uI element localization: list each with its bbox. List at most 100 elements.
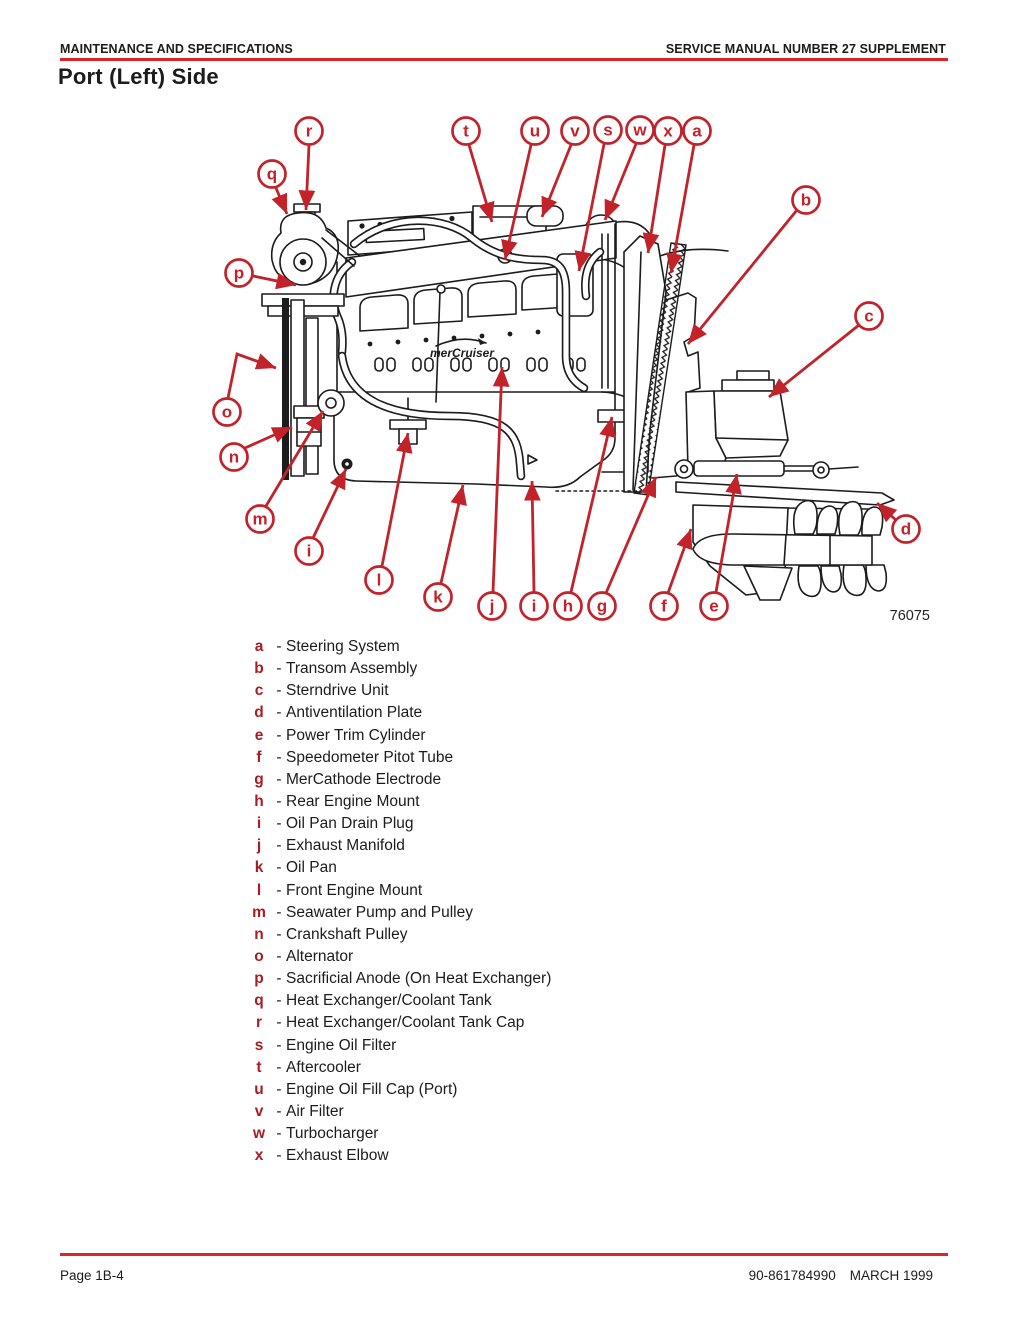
callout-arrow-q (271, 187, 289, 215)
callout-circle-j (477, 591, 507, 621)
legend-row-v: v-Air Filter (246, 1101, 551, 1123)
legend-letter: r (255, 1014, 263, 1032)
legend-text: Rear Engine Mount (286, 793, 420, 811)
callout-arrow-h (569, 416, 616, 593)
callout-circle-r (294, 116, 324, 146)
callout-letter-a: a (692, 122, 702, 141)
legend-dash: - (276, 793, 282, 811)
legend-dash: - (276, 859, 282, 877)
callout-letter-m: m (252, 510, 267, 529)
legend-dash: - (276, 1036, 282, 1054)
legend-text: Exhaust Manifold (286, 837, 405, 855)
callout-circle-o (212, 397, 242, 427)
callout-circle-h (553, 591, 583, 621)
callout-letter-p: p (234, 264, 244, 283)
legend-dash: - (276, 638, 282, 656)
callout-arrow-u (501, 144, 533, 261)
header-section-title: MAINTENANCE AND SPECIFICATIONS (60, 42, 293, 56)
callout-arrow-r (298, 144, 316, 211)
callout-circle-f (649, 591, 679, 621)
legend-text: MerCathode Electrode (286, 770, 442, 788)
callout-arrow-i (311, 468, 348, 539)
callout-arrow-n (244, 425, 293, 450)
callout-letter-d: d (901, 520, 911, 539)
callout-circle-m (245, 504, 275, 534)
legend-dash: - (276, 992, 282, 1010)
callout-letter-c: c (864, 307, 873, 326)
callout-arrow-i (523, 480, 541, 593)
callout-letter-t: t (463, 122, 469, 141)
legend-row-s: s-Engine Oil Filter (246, 1035, 551, 1057)
lower-gearcase (692, 499, 888, 601)
callout-arrow-g (604, 476, 658, 594)
legend-row-t: t-Aftercooler (246, 1057, 551, 1079)
legend-text: Alternator (286, 948, 354, 966)
seawater-pump (317, 389, 345, 417)
callout-circle-i (519, 591, 549, 621)
legend-row-k: k-Oil Pan (246, 857, 551, 879)
steering-cable (659, 248, 729, 257)
callout-letter-i: i (532, 597, 537, 616)
callout-letter-w: w (632, 121, 647, 140)
legend-letter: n (254, 925, 264, 943)
callout-circle-t (451, 116, 481, 146)
callout-circle-e (699, 591, 729, 621)
legend-text: Oil Pan Drain Plug (286, 815, 414, 833)
legend-row-h: h-Rear Engine Mount (246, 791, 551, 813)
footer-doc-number: 90-861784990 (748, 1268, 836, 1283)
page-title: Port (Left) Side (58, 64, 219, 89)
legend-dash: - (276, 948, 282, 966)
legend-row-u: u-Engine Oil Fill Cap (Port) (246, 1079, 551, 1101)
legend-letter: v (254, 1103, 264, 1121)
legend-row-j: j-Exhaust Manifold (246, 835, 551, 857)
legend-text: Exhaust Elbow (286, 1147, 389, 1165)
legend-dash: - (276, 660, 282, 678)
legend-dash: - (276, 903, 282, 921)
legend-dash: - (276, 970, 282, 988)
legend-letter: b (254, 660, 264, 678)
callout-arrow-t (467, 144, 495, 223)
callout-arrow-m (264, 410, 325, 507)
legend-letter: p (254, 970, 264, 988)
legend-row-x: x-Exhaust Elbow (246, 1145, 551, 1167)
legend-row-r: r-Heat Exchanger/Coolant Tank Cap (246, 1012, 551, 1034)
legend-row-o: o-Alternator (246, 946, 551, 968)
footer-page-number: Page 1B-4 (60, 1268, 124, 1283)
callout-letter-h: h (563, 597, 573, 616)
callout-arrow-a (666, 144, 696, 274)
legend-text: Heat Exchanger/Coolant Tank Cap (286, 1014, 525, 1032)
legend-letter: o (254, 948, 264, 966)
legend-row-m: m-Seawater Pump and Pulley (246, 902, 551, 924)
legend-text: Transom Assembly (286, 660, 418, 678)
legend-text: Air Filter (286, 1103, 344, 1121)
footer-doc-info: 90-861784990 MARCH 1999 (749, 1268, 933, 1283)
callout-arrow-e (714, 473, 742, 593)
engine-diagram: merCruiser (212, 115, 921, 621)
legend-dash: - (276, 1014, 282, 1032)
legend-dash: - (276, 682, 282, 700)
callout-circle-l (364, 565, 394, 595)
callout-circle-d (891, 514, 921, 544)
legend-letter: x (254, 1147, 264, 1165)
callout-circle-b (791, 185, 821, 215)
legend-letter: f (256, 748, 262, 766)
callout-letter-j: j (489, 597, 495, 616)
legend-row-i: i-Oil Pan Drain Plug (246, 813, 551, 835)
footer-date: MARCH 1999 (849, 1268, 933, 1283)
callout-letter-i: i (307, 542, 312, 561)
callout-circle-a (682, 116, 712, 146)
callout-arrow-o (226, 352, 277, 399)
legend-dash: - (276, 1080, 282, 1098)
front-engine-mount (389, 419, 427, 430)
legend-row-g: g-MerCathode Electrode (246, 769, 551, 791)
callout-circle-q (257, 159, 287, 189)
callout-arrow-b (686, 209, 799, 345)
legend-dash: - (276, 837, 282, 855)
callout-arrow-c (768, 323, 860, 399)
legend-letter: w (252, 1125, 266, 1143)
legend-text: Engine Oil Filter (286, 1036, 397, 1054)
legend-letter: a (254, 638, 264, 656)
legend-letter: g (254, 770, 264, 788)
callout-circle-v (560, 116, 590, 146)
